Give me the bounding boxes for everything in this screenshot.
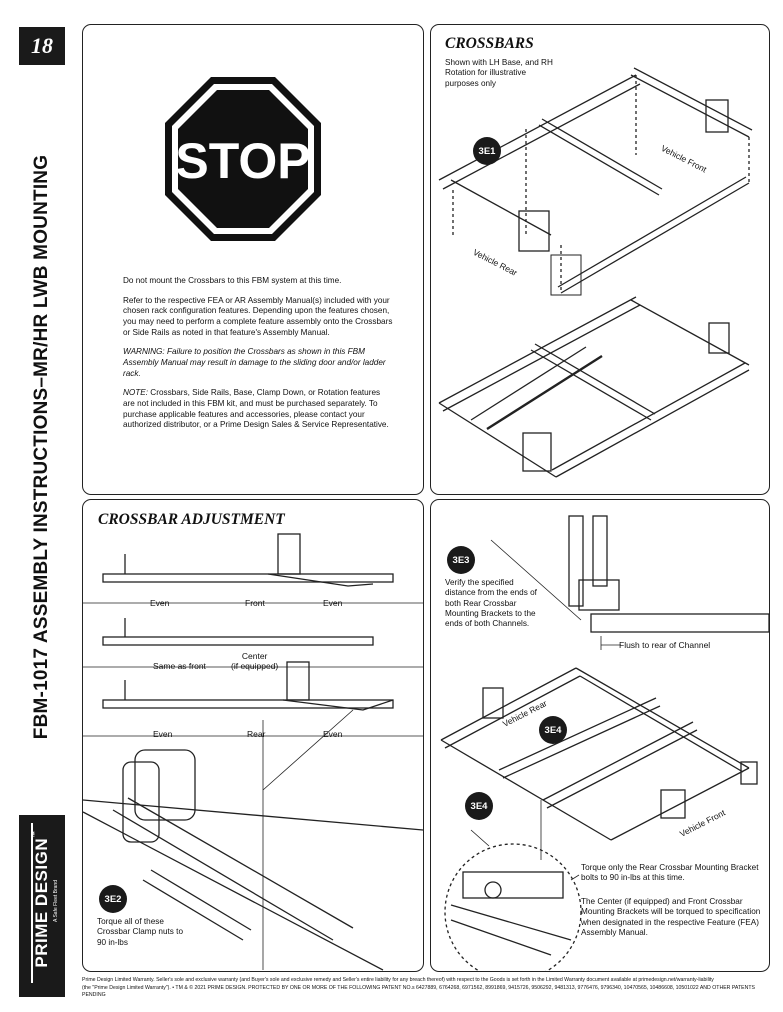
row1-center-label: Front <box>245 598 265 608</box>
callout-3e4-a: 3E4 <box>539 716 567 744</box>
stop-panel: STOP Do not mount the Crossbars to this … <box>82 24 424 495</box>
brand-divider <box>31 823 33 983</box>
center-front-text: The Center (if equipped) and Front Cross… <box>581 897 761 937</box>
stop-para-1: Do not mount the Crossbars to this FBM s… <box>123 276 342 285</box>
callout-3e3: 3E3 <box>447 546 475 574</box>
bracket-panel: 3E3 Verify the specified distance from t… <box>430 499 770 972</box>
callout-3e1: 3E1 <box>473 137 501 165</box>
callout-3e2: 3E2 <box>99 885 127 913</box>
warning-paragraph: WARNING: Failure to position the Crossba… <box>123 347 386 378</box>
row1-right-label: Even <box>323 598 343 608</box>
callout-3e4-b: 3E4 <box>465 792 493 820</box>
brand-tagline: A Safe Fleet Brand <box>53 880 59 922</box>
adjustment-title: CROSSBAR ADJUSTMENT <box>98 511 285 528</box>
footer-warranty: Prime Design Limited Warranty. Seller's … <box>82 977 772 1000</box>
footer-line-2: (the "Prime Design Limited Warranty"). •… <box>82 984 755 999</box>
crossbars-panel: CROSSBARS Shown with LH Base, and RH Rot… <box>430 24 770 495</box>
adjustment-illustration <box>83 533 423 971</box>
flush-label: Flush to rear of Channel <box>619 640 711 650</box>
page-number: 18 <box>19 27 65 65</box>
crossbar-adjustment-panel: CROSSBAR ADJUSTMENT Even F <box>82 499 424 972</box>
footer-line-1: Prime Design Limited Warranty. Seller's … <box>82 977 714 983</box>
bracket-illustration <box>440 515 769 971</box>
row3-right-label: Even <box>323 729 343 739</box>
stop-instructions: Do not mount the Crossbars to this FBM s… <box>123 276 393 440</box>
sidebar: 18 FBM-1017 ASSEMBLY INSTRUCTIONS–MR/HR … <box>19 27 65 997</box>
stop-sign-icon: STOP <box>165 77 321 241</box>
stop-para-2: Refer to the respective FEA or AR Assemb… <box>123 295 393 337</box>
row3-left-label: Even <box>153 729 173 739</box>
row2-left-label: Same as front <box>153 661 206 671</box>
torque-rear-text: Torque only the Rear Crossbar Mounting B… <box>581 863 759 883</box>
row3-center-label: Rear <box>247 729 266 739</box>
note-paragraph: NOTE: Crossbars, Side Rails, Base, Clamp… <box>123 388 389 430</box>
crossbars-caption: Shown with LH Base, and RH Rotation for … <box>445 58 553 88</box>
crossbars-title: CROSSBARS <box>445 35 534 52</box>
verify-distance-text: Verify the specified distance from the e… <box>445 578 537 628</box>
clamp-torque-text: Torque all of these Crossbar Clamp nuts … <box>97 917 184 947</box>
document-title: FBM-1017 ASSEMBLY INSTRUCTIONS–MR/HR LWB… <box>31 154 52 740</box>
stop-sign-text: STOP <box>175 133 310 189</box>
brand-block: PRIME DESIGN™ A Safe Fleet Brand <box>19 815 65 997</box>
brand-logo: PRIME DESIGN™ <box>32 830 51 968</box>
row1-left-label: Even <box>150 598 170 608</box>
crossbars-illustration <box>438 67 753 478</box>
row2-center-label: Center (if equipped) <box>231 651 279 671</box>
